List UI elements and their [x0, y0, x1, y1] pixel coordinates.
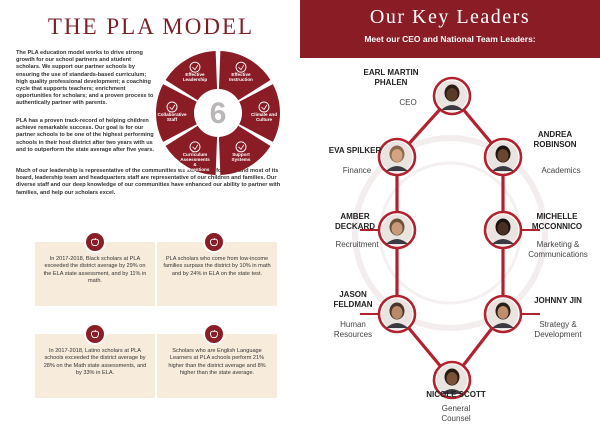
leader-role: General Counsel [441, 404, 471, 423]
leader-name: EVA SPILKER [328, 146, 382, 155]
leader-shoulders [386, 323, 408, 328]
support-icon [235, 141, 247, 153]
leaders-subtitle: Meet our CEO and National Team Leaders: [364, 34, 536, 44]
support-icon-mark [238, 144, 245, 150]
stat-box-low-income: PLA scholars who come from low-income fa… [157, 242, 277, 306]
wheel-segment-label: Collaborative [157, 112, 187, 117]
leader-role: Marketing & Communications [528, 240, 588, 259]
track-record-paragraph: PLA has a proven track-record of helping… [16, 118, 155, 153]
curriculum-icon-mark [192, 144, 199, 150]
leadership-icon [189, 61, 201, 73]
wheel-segment-label: Systems [232, 157, 251, 162]
leader-name: ANDREA ROBINSON [533, 130, 577, 149]
leader-shoulders [386, 239, 408, 244]
leader-face [446, 372, 458, 385]
staff-icon [166, 101, 178, 113]
wheel-segment-label: Interventions [181, 167, 210, 172]
wheel-segment-label: Staff [167, 117, 178, 122]
leader-role: Recruitment [335, 240, 379, 249]
key-leaders-page: Our Key Leaders Meet our CEO and Nationa… [300, 0, 600, 424]
leader-face [391, 149, 403, 162]
leader-shoulders [492, 166, 514, 171]
wheel-segment-label: Culture [256, 117, 273, 122]
intro-paragraph: The PLA education model works to drive s… [16, 50, 154, 107]
leader-name: JOHNNY JIN [534, 296, 582, 305]
wheel-segment [165, 51, 218, 101]
leader-shoulders [492, 239, 514, 244]
wheel-segment [239, 84, 280, 142]
wheel-segment-label: Leadership [183, 77, 208, 82]
wheel-center [196, 91, 240, 135]
wheel-segment-label: Assessments [180, 157, 210, 162]
stat-text: Scholars who are English Language Learne… [168, 348, 266, 377]
leaders-network [352, 76, 548, 400]
apple-icon [203, 323, 225, 345]
staff-icon-mark [169, 104, 176, 111]
leader-face [497, 149, 509, 162]
wheel-segment-label: Instruction [229, 77, 253, 82]
curriculum-icon [189, 141, 201, 153]
pla-model-page: THE PLA MODEL The PLA education model wo… [16, 14, 281, 398]
culture-icon [258, 101, 270, 113]
wheel-segment-label: Climate and [251, 112, 277, 117]
leader-face [391, 306, 403, 319]
leader-role: CEO [399, 98, 417, 107]
leader-name: NICOLE SCOTT [426, 390, 486, 399]
leader-shoulders [441, 389, 463, 394]
wheel-segment-label: Effective [231, 72, 251, 77]
leader-face [446, 88, 458, 101]
apple-icon [203, 231, 225, 253]
leader-name: AMBER DECKARD [335, 212, 375, 231]
leadership-icon-mark [192, 64, 199, 71]
wheel-center-number: 6 [210, 97, 227, 130]
instruction-icon [235, 61, 247, 73]
leadership-paragraph: Much of our leadership is representative… [16, 168, 281, 196]
wheel-segment-label: Effective [185, 72, 205, 77]
leader-shoulders [386, 166, 408, 171]
leaders-banner: Our Key Leaders Meet our CEO and Nationa… [300, 0, 600, 58]
leader-role: Strategy & Development [534, 320, 582, 339]
apple-icon [84, 323, 106, 345]
stat-text: In 2017-2018, Latino scholars at PLA sch… [43, 348, 147, 377]
wheel-segment [218, 51, 271, 101]
leader-name: MICHELLE MCCONNICO [531, 212, 583, 231]
leader-role: Human Resources [333, 320, 373, 339]
wheel-segment-label: & [193, 162, 197, 167]
stat-text: PLA scholars who come from low-income fa… [163, 256, 271, 277]
leader-name: EARL MARTIN PHALEN [363, 68, 419, 87]
leader-shoulders [441, 105, 463, 110]
wheel-segment-label: Curriculum [183, 152, 208, 157]
instruction-icon-mark [238, 64, 245, 71]
leader-role: Academics [541, 166, 581, 175]
leader-face [497, 306, 509, 319]
leaders-title: Our Key Leaders [369, 6, 531, 28]
leader-name: JASON FELDMAN [333, 290, 373, 309]
page-title: THE PLA MODEL [47, 14, 255, 39]
stat-box-english-learners: Scholars who are English Language Learne… [157, 334, 277, 398]
wheel-segment [156, 84, 197, 142]
leader-face [497, 222, 509, 235]
pla-model-wheel: EffectiveLeadershipEffectiveInstructionC… [156, 51, 280, 175]
leader-face [391, 222, 403, 235]
wheel-segment-label: Support [232, 152, 250, 157]
leader-role: Finance [342, 166, 372, 175]
apple-icon [84, 231, 106, 253]
culture-icon-mark [261, 104, 268, 111]
leader-shoulders [492, 323, 514, 328]
stat-text: In 2017-2018, Black scholars at PLA exce… [43, 256, 147, 285]
crest-watermark [352, 135, 548, 331]
